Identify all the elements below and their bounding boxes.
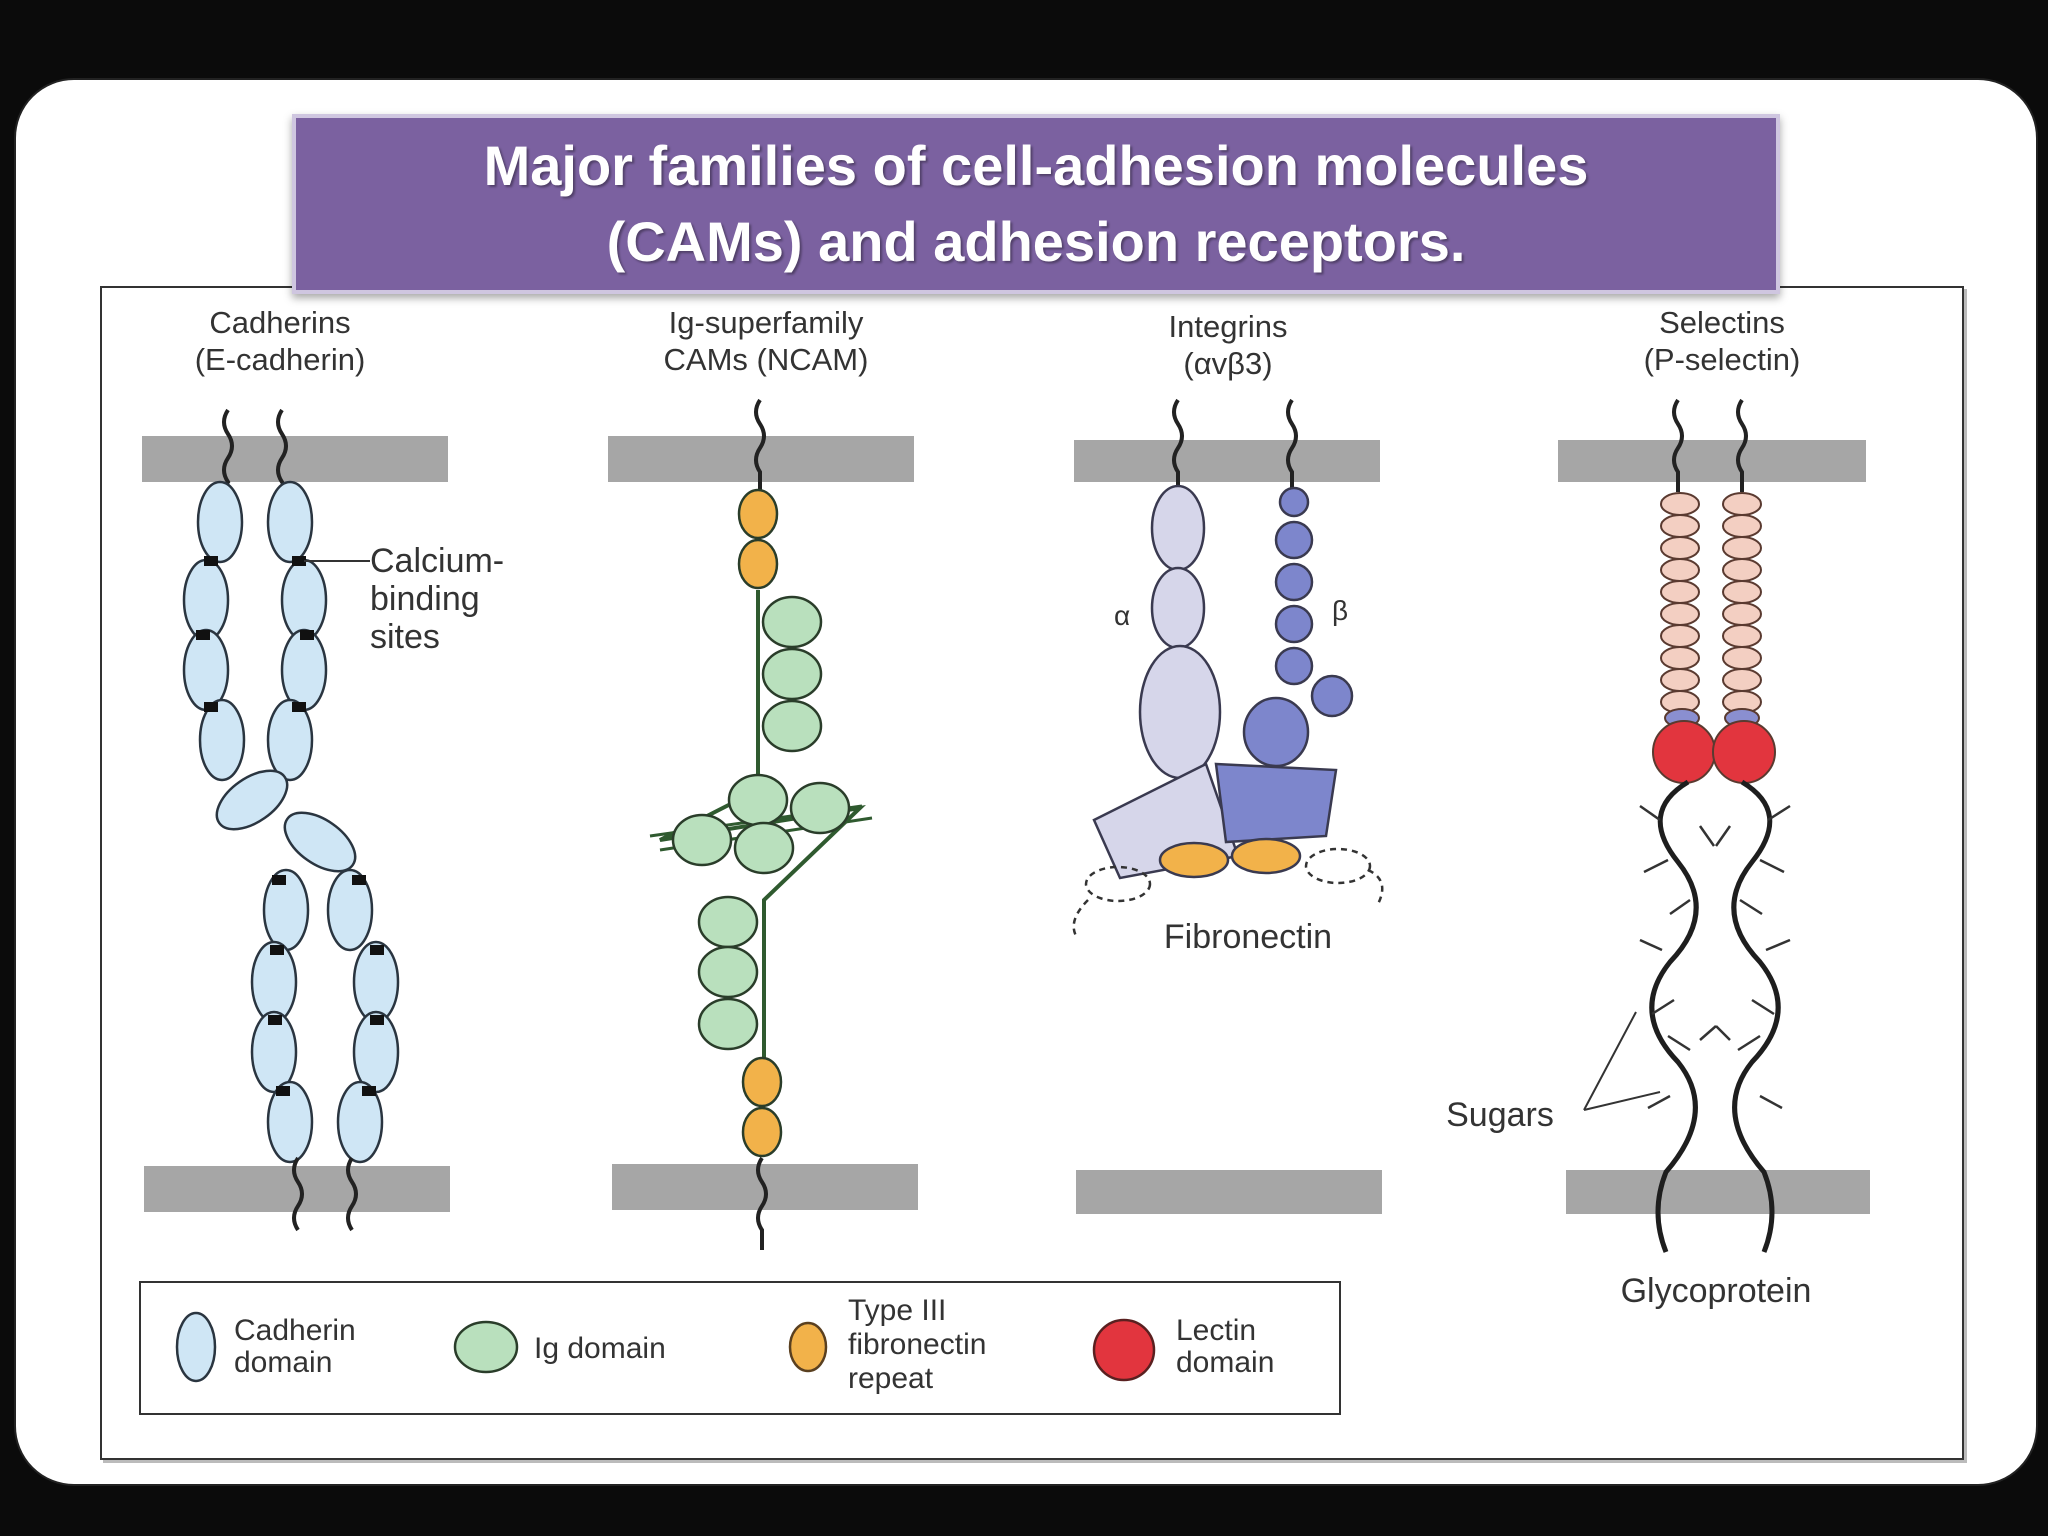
membrane-bottom-integrin [1076,1170,1382,1214]
legend-label-1: Cadherin [234,1314,356,1347]
sugars-label: Sugars [1446,1096,1554,1134]
cadherin-molecule [182,408,400,1232]
column-heading-selectins: Selectins (P-selectin) [1644,305,1801,377]
title-banner: Major families of cell-adhesion molecule… [292,114,1780,294]
legend-label-2: domain [1176,1346,1274,1379]
heading-name: Ig-superfamily [669,305,864,340]
heading-example: (P-selectin) [1644,342,1801,377]
legend-label-1: Lectin [1176,1314,1256,1347]
title-line-1: Major families of cell-adhesion molecule… [483,134,1589,197]
column-heading-ig-superfamily: Ig-superfamily CAMs (NCAM) [664,305,869,377]
heading-name: Selectins [1659,305,1785,340]
calcium-line-3: sites [370,618,440,656]
fibronectin-swatch [788,1321,828,1373]
lectin-swatch [1092,1318,1156,1382]
ig-swatch [453,1320,519,1374]
column-heading-cadherins: Cadherins (E-cadherin) [195,305,366,377]
membrane-top-selectin [1558,440,1866,482]
calcium-binding-label: Calcium- binding sites [370,542,504,656]
page-title: Major families of cell-adhesion molecule… [296,128,1776,280]
legend-label-2: fibronectin [848,1328,986,1361]
legend-item-ig: Ig domain [453,1320,666,1374]
calcium-line-2: binding [370,580,480,618]
membrane-top-cadherin [142,436,448,482]
membrane-top-integrin [1074,440,1380,482]
calcium-line-1: Calcium- [370,542,504,580]
selectin-molecule [1583,398,1791,1253]
alpha-label: α [1114,600,1130,631]
title-line-2: (CAMs) and adhesion receptors. [606,210,1466,273]
legend-label-1: Ig domain [534,1332,666,1365]
heading-example: (E-cadherin) [195,342,366,377]
membranes [142,436,1870,1214]
membrane-bottom-selectin [1566,1170,1870,1214]
cadherin-swatch [175,1311,217,1383]
legend-item-lectin: Lectin domain [1092,1314,1274,1382]
legend-item-fibronectin: Type III fibronectin repeat [788,1294,986,1395]
column-heading-integrins: Integrins (αvβ3) [1169,309,1288,381]
legend: Cadherin domain Ig domain Type III fibro… [139,1281,1341,1415]
legend-label-3: repeat [848,1362,934,1395]
fibronectin-label: Fibronectin [1164,918,1332,956]
beta-label: β [1332,595,1348,626]
legend-label-2: domain [234,1346,332,1379]
heading-name: Cadherins [209,305,350,340]
heading-example: (αvβ3) [1183,346,1272,381]
legend-label-1: Type III [848,1294,946,1327]
ncam-molecule [649,398,873,1250]
legend-item-cadherin: Cadherin domain [175,1311,356,1383]
heading-name: Integrins [1169,309,1288,344]
integrin-molecule [1072,398,1384,937]
glycoprotein-label: Glycoprotein [1621,1272,1812,1310]
heading-example: CAMs (NCAM) [664,342,869,377]
